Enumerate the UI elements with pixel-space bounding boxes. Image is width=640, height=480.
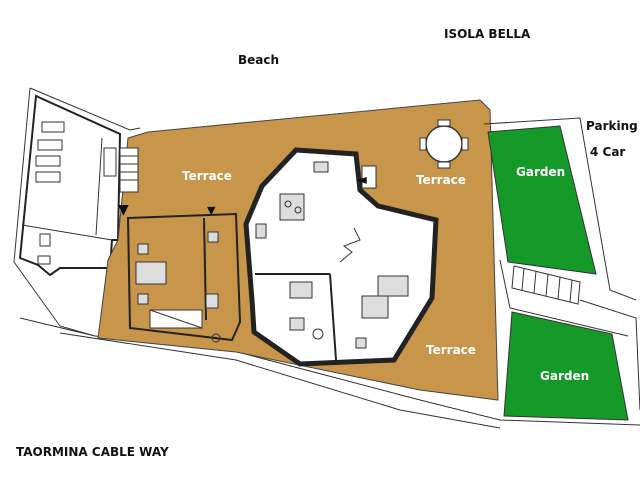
nightstand-icon bbox=[355, 337, 367, 349]
left-rooms bbox=[126, 212, 242, 343]
chair-icon bbox=[255, 223, 267, 239]
outdoor-table-icon bbox=[425, 125, 463, 163]
terrace-right-label: Terrace bbox=[416, 173, 466, 187]
terrace-left-label: Terrace bbox=[182, 169, 232, 183]
staircase-right bbox=[511, 265, 581, 305]
bed-icon bbox=[205, 293, 219, 309]
chair-icon bbox=[419, 137, 427, 151]
terrace-bottom-label: Terrace bbox=[426, 343, 476, 357]
sink-icon bbox=[37, 255, 51, 265]
garden-top-label: Garden bbox=[516, 165, 565, 179]
garden-bottom-label: Garden bbox=[540, 369, 589, 383]
stove-icon bbox=[279, 193, 305, 221]
staircase-left bbox=[119, 147, 139, 193]
chair-icon bbox=[437, 161, 451, 169]
bed-icon bbox=[35, 155, 61, 167]
chair-icon bbox=[207, 231, 219, 243]
toilet-icon bbox=[39, 233, 51, 247]
nightstand-icon bbox=[137, 293, 149, 305]
bed-icon bbox=[35, 171, 61, 183]
outbuilding-wall bbox=[21, 224, 113, 241]
door-arrow-icon: ▼ bbox=[207, 204, 216, 217]
burner-icon bbox=[284, 200, 292, 208]
site-boundary bbox=[13, 87, 640, 429]
parking-label: Parking bbox=[586, 119, 638, 133]
toilet-icon bbox=[211, 333, 221, 343]
outbuilding-wall bbox=[95, 137, 103, 236]
sink-icon bbox=[289, 281, 313, 299]
bed-icon bbox=[103, 147, 117, 177]
bed-icon bbox=[41, 121, 65, 133]
nightstand-icon bbox=[137, 243, 149, 255]
outbuilding bbox=[18, 94, 122, 277]
shower-icon bbox=[289, 317, 305, 331]
chair-icon bbox=[461, 137, 469, 151]
chair-icon bbox=[313, 161, 329, 173]
garden-top bbox=[487, 125, 597, 275]
entrance-arrow-icon: ▼ bbox=[118, 202, 129, 218]
toilet-icon bbox=[312, 328, 324, 340]
interior-wall bbox=[329, 273, 337, 361]
isola-bella-label: ISOLA BELLA bbox=[444, 27, 531, 41]
stair-arrow bbox=[339, 227, 361, 263]
garden-bottom bbox=[503, 311, 629, 421]
parking-capacity-label: 4 Car bbox=[590, 145, 625, 159]
beach-label: Beach bbox=[238, 53, 279, 67]
bed-icon bbox=[135, 261, 167, 285]
chair-icon bbox=[437, 119, 451, 127]
entrance-arrow-icon: ◄ bbox=[356, 172, 367, 188]
bed-icon bbox=[361, 295, 389, 319]
site-boundary-right bbox=[483, 117, 640, 411]
entrance-door bbox=[361, 165, 377, 189]
bed-icon bbox=[37, 139, 63, 151]
bed-icon bbox=[377, 275, 409, 297]
burner-icon bbox=[294, 206, 302, 214]
cable-way-label: TAORMINA CABLE WAY bbox=[16, 445, 169, 459]
